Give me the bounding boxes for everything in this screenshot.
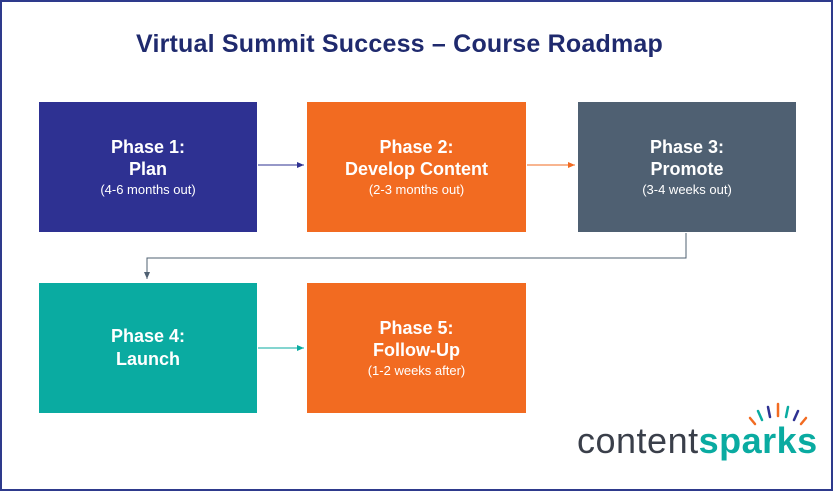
phase-3-box: Phase 3: Promote (3-4 weeks out)	[578, 102, 796, 232]
phase-1-timing: (4-6 months out)	[100, 182, 196, 197]
phase-2-timing: (2-3 months out)	[368, 182, 465, 197]
contentsparks-logo: contentsparks	[577, 420, 818, 462]
page-title: Virtual Summit Success – Course Roadmap	[136, 30, 663, 58]
phase-1-title: Phase 1:	[110, 137, 186, 157]
phase-3-name: Promote	[650, 159, 724, 179]
phase-5-box: Phase 5: Follow-Up (1-2 weeks after)	[307, 283, 526, 413]
phase-4-title: Phase 4:	[110, 326, 186, 346]
logo-content-text: content	[577, 420, 699, 461]
phase-5-timing: (1-2 weeks after)	[367, 363, 466, 378]
phase-4-box: Phase 4: Launch	[39, 283, 257, 413]
phase-1-name: Plan	[128, 159, 167, 179]
phase-3-timing: (3-4 weeks out)	[642, 182, 732, 197]
arrow-phase3-to-phase4	[144, 233, 687, 279]
spark-icon	[748, 402, 808, 426]
phase-2-title: Phase 2:	[379, 137, 454, 157]
phase-5-name: Follow-Up	[373, 340, 460, 360]
phase-4-name: Launch	[115, 349, 180, 369]
logo-sparks-text: sparks	[698, 420, 818, 461]
phase-5-title: Phase 5:	[379, 318, 454, 338]
phase-2-name: Develop Content	[344, 159, 488, 179]
phase-3-title: Phase 3:	[649, 137, 725, 157]
phase-1-box: Phase 1: Plan (4-6 months out)	[39, 102, 257, 232]
phase-2-box: Phase 2: Develop Content (2-3 months out…	[307, 102, 526, 232]
